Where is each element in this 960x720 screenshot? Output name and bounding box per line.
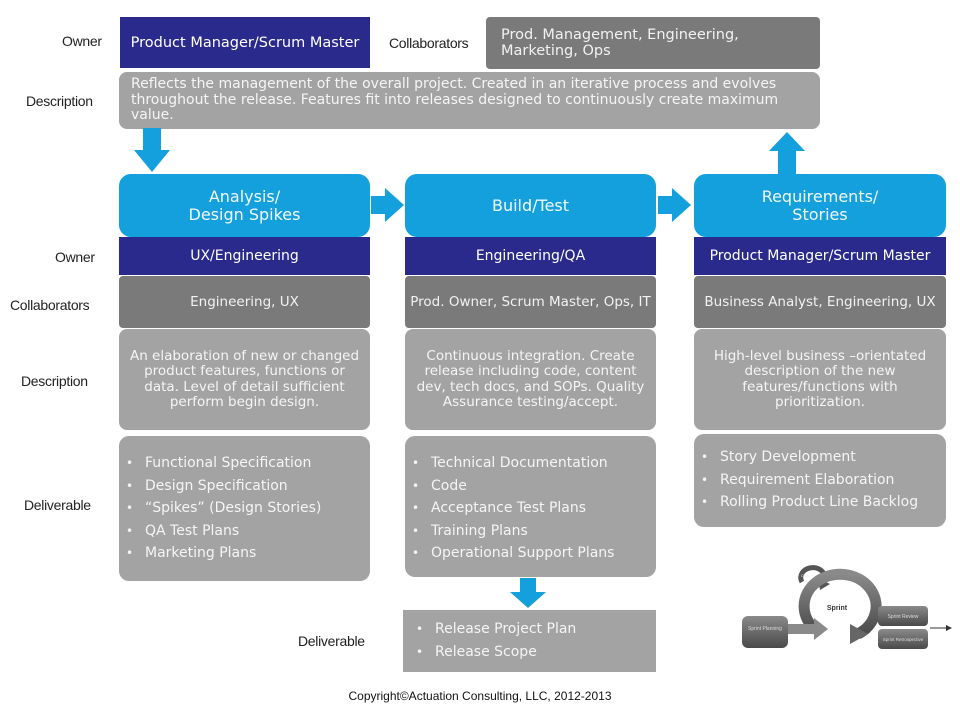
project-description-line1: Reflects the management of the overall p… [131,76,777,93]
phase-requirements-title-line2: Stories [792,204,848,224]
deliverable-item: Code [412,475,614,498]
deliverable-item: QA Test Plans [126,520,321,543]
phase-requirements-collaborators-text: Business Analyst, Engineering, UX [704,294,936,310]
deliverable-item: Functional Specification [126,452,321,475]
phase-analysis-owner: UX/Engineering [119,237,370,275]
sprint-retrospective-box [878,629,928,649]
deliverable-item: Release Project Plan [416,618,576,641]
release-deliverables: Release Project Plan Release Scope [403,610,656,672]
phase-build-header: Build/Test [405,174,656,237]
sprint-planning-text: Sprint Planning [748,626,782,632]
deliverable-item: “Spikes” (Design Stories) [126,497,321,520]
release-deliverable-list: Release Project Plan Release Scope [409,618,576,663]
phase-analysis-description: An elaboration of new or changed product… [119,329,370,430]
phase-build-collaborators: Prod. Owner, Scrum Master, Ops, IT [405,276,656,328]
arrow-down-icon [134,128,170,172]
deliverable-item: Story Development [701,446,918,469]
phase-description-label: Description [21,373,88,389]
sprint-planning-box [742,616,788,648]
scrum-cycle-diagram: Daily Scrum Sprint Sprint Planning Sprin… [742,565,952,649]
phase-analysis-header: Analysis/ Design Spikes [119,174,370,237]
arrow-right-icon [371,188,404,222]
phase-deliverable-label: Deliverable [24,497,91,513]
project-description-label: Description [26,93,93,109]
project-owner-box: Product Manager/Scrum Master [120,17,370,68]
phase-build-title-line1: Build/Test [491,195,570,215]
deliverable-item: Training Plans [412,520,614,543]
phase-requirements-owner: Product Manager/Scrum Master [694,237,946,275]
deliverable-item: Release Scope [416,641,576,664]
arrow-right-icon [658,188,691,222]
phase-requirements-collaborators: Business Analyst, Engineering, UX [694,276,946,328]
phase-requirements-owner-text: Product Manager/Scrum Master [709,248,931,264]
phase-build-collaborators-text: Prod. Owner, Scrum Master, Ops, IT [410,294,651,310]
project-owner-label: Owner [62,33,102,49]
output-arrow-head [946,625,952,631]
phase-analysis-deliverable-list: Functional Specification Design Specific… [119,452,321,565]
phase-requirements-deliverables: Story Development Requirement Elaboratio… [694,434,946,527]
deliverable-item: Technical Documentation [412,452,614,475]
phase-build-deliverable-list: Technical Documentation Code Acceptance … [405,452,615,565]
phase-analysis-collaborators: Engineering, UX [119,276,370,328]
sprint-retrospective-text: Sprint Retrospective [883,637,924,642]
deliverable-item: Rolling Product Line Backlog [701,491,918,514]
phase-owner-label: Owner [55,249,95,265]
planning-arrow-shaft [786,624,816,634]
copyright-text: Copyright©Actuation Consulting, LLC, 201… [348,689,612,703]
arrow-down-icon [510,578,546,608]
deliverable-item: Requirement Elaboration [701,469,918,492]
release-deliverable-label: Deliverable [298,633,365,649]
project-owner-text: Product Manager/Scrum Master [130,34,360,51]
project-collaborators-label: Collaborators [389,35,469,51]
planning-arrow-head [814,618,828,640]
phase-requirements-description: High-level business –orientated descript… [694,329,946,430]
phase-analysis-title-line1: Analysis/ [208,186,281,206]
phase-requirements-deliverable-list: Story Development Requirement Elaboratio… [694,446,918,514]
phase-requirements-title-line1: Requirements/ [761,186,879,206]
project-collaborators-text: Prod. Management, Engineering, Marketing… [501,27,739,59]
arrow-up-icon [769,132,805,175]
sprint-text: Sprint [827,605,848,612]
deliverable-item: Acceptance Test Plans [412,497,614,520]
phase-requirements-description-text: High-level business –orientated descript… [713,347,927,410]
project-description-box: Reflects the management of the overall p… [119,72,820,129]
phase-collaborators-label: Collaborators [10,297,90,313]
sprint-review-text: Sprint Review [888,614,919,620]
sprint-review-box [878,606,928,626]
phase-requirements-header: Requirements/ Stories [694,174,946,237]
daily-scrum-text: Daily Scrum [801,573,823,578]
phase-build-deliverables: Technical Documentation Code Acceptance … [405,436,656,577]
phase-build-owner-text: Engineering/QA [475,248,586,264]
phase-analysis-title-line2: Design Spikes [188,204,301,224]
deliverable-item: Operational Support Plans [412,542,615,565]
phase-analysis-owner-text: UX/Engineering [190,248,299,264]
phase-build-owner: Engineering/QA [405,237,656,275]
phase-analysis-collaborators-text: Engineering, UX [190,294,299,310]
phase-analysis-description-text: An elaboration of new or changed product… [129,347,360,410]
deliverable-item: Design Specification [126,475,321,498]
project-collaborators-box: Prod. Management, Engineering, Marketing… [486,17,820,69]
project-description-line2: throughout the release. Features fit int… [131,91,779,124]
deliverable-item: Marketing Plans [126,542,321,565]
phase-build-description: Continuous integration. Create release i… [405,329,656,430]
sprint-arc-icon: Sprint [798,568,882,644]
phase-analysis-deliverables: Functional Specification Design Specific… [119,436,370,581]
phase-build-description-text: Continuous integration. Create release i… [416,347,645,410]
